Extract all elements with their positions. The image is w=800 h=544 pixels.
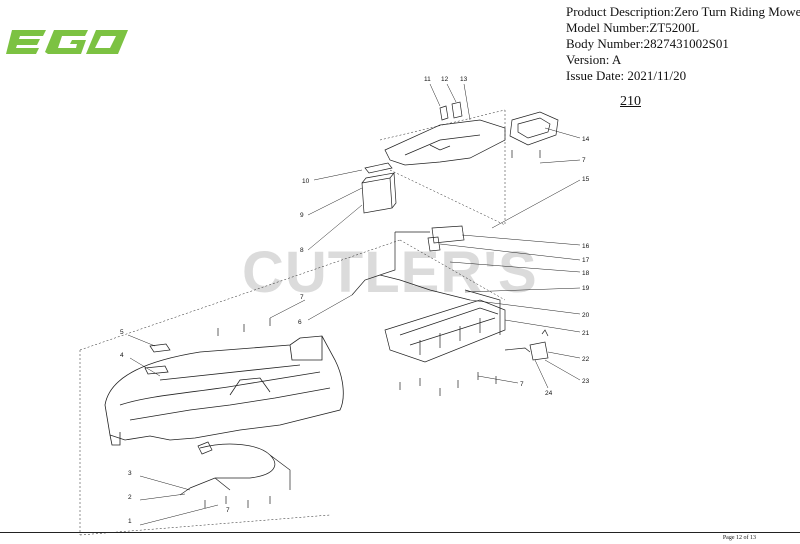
callout-18: 18	[582, 270, 590, 277]
control-console	[384, 119, 506, 166]
knob	[451, 101, 463, 119]
callout-11: 11	[424, 76, 431, 83]
leader-lines	[127, 83, 581, 526]
footer-rule	[0, 532, 800, 533]
product-info: Product Description:Zero Turn Riding Mow…	[566, 4, 800, 84]
callout-19: 19	[582, 285, 590, 292]
callout-22: 22	[582, 356, 590, 363]
callout-21: 21	[582, 330, 590, 337]
callout-3: 3	[128, 470, 132, 477]
issue-date: Issue Date: 2021/11/20	[566, 68, 687, 83]
wiring-harness-upper	[351, 231, 501, 335]
control-panel	[509, 111, 559, 146]
callout-labels: 1 2 3 4 5 6 7 7 7 7 8 9 10 11 12 13 14 1…	[120, 76, 590, 525]
relay-module	[427, 236, 441, 252]
bracket	[529, 341, 549, 361]
diagram-page-number: 210	[620, 94, 641, 109]
callout-20: 20	[582, 312, 590, 319]
version: Version: A	[566, 52, 622, 67]
callout-1: 1	[128, 518, 132, 525]
callout-10: 10	[302, 178, 310, 185]
callout-6: 6	[298, 319, 302, 326]
callout-14: 14	[582, 136, 590, 143]
callout-12: 12	[441, 76, 449, 83]
callout-7b: 7	[582, 157, 586, 164]
key-switch	[439, 105, 449, 121]
callout-24: 24	[545, 390, 553, 397]
product-description: Product Description:Zero Turn Riding Mow…	[566, 4, 800, 19]
assembly-lines	[79, 109, 506, 536]
callout-7a: 7	[300, 294, 304, 301]
callout-5: 5	[120, 329, 124, 336]
callout-17: 17	[582, 257, 590, 264]
fasteners	[204, 150, 541, 508]
callout-13: 13	[460, 76, 468, 83]
callout-23: 23	[582, 378, 590, 385]
callout-9: 9	[300, 212, 304, 219]
callout-16: 16	[582, 243, 590, 250]
callout-2: 2	[128, 494, 132, 501]
body-number: Body Number:2827431002S01	[566, 36, 729, 51]
page-footer: Page 12 of 13	[722, 535, 756, 541]
sensor-wire	[504, 347, 531, 353]
connector	[197, 441, 213, 455]
ego-logo	[6, 30, 128, 54]
wiring-harness-lower	[179, 443, 291, 496]
model-number: Model Number:ZT5200L	[566, 20, 700, 35]
battery-module	[361, 162, 397, 214]
callout-4: 4	[120, 352, 124, 359]
callout-7c: 7	[520, 381, 524, 388]
controller-module	[431, 225, 465, 244]
part-cap	[149, 343, 171, 353]
callout-7d: 7	[226, 507, 230, 514]
body-shell	[104, 335, 344, 446]
battery-tray	[384, 299, 506, 363]
watermark: CUTLER'S	[242, 240, 538, 305]
latch	[541, 329, 549, 337]
callout-8: 8	[300, 247, 304, 254]
callout-15: 15	[582, 176, 590, 183]
